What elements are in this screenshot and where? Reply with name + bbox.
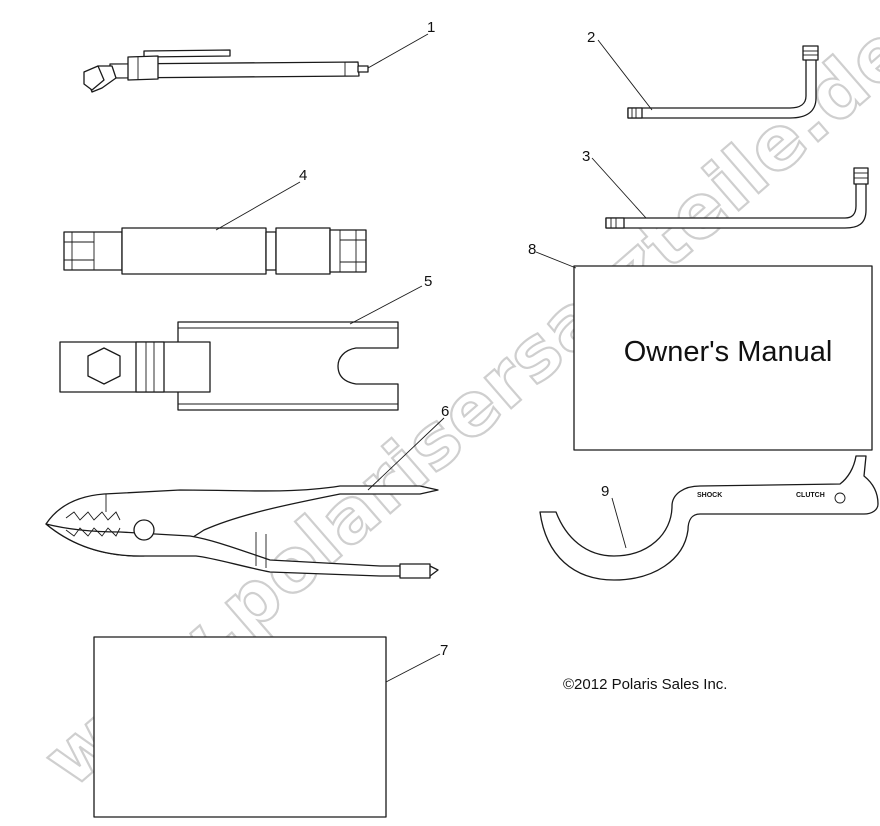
copyright-text: ©2012 Polaris Sales Inc. [563,676,727,693]
part-3-hex-key-large [605,167,869,229]
label-shock: SHOCK [697,492,722,499]
part-2-hex-key-small [627,45,819,119]
callout-3: 3 [582,148,590,165]
callout-8: 8 [528,241,536,258]
part-7-document [93,636,387,818]
callout-7: 7 [440,642,448,659]
callout-leaders [215,33,653,683]
callout-6: 6 [441,403,449,420]
callout-2: 2 [587,29,595,46]
label-clutch: CLUTCH [796,492,825,499]
part-4-spark-plug-socket [63,227,367,275]
callout-9: 9 [601,483,609,500]
callout-1: 1 [427,19,435,36]
part-5-wrench-tool [59,321,399,411]
callout-5: 5 [424,273,432,290]
part-8-owners-manual: Owner's Manual [573,265,873,451]
part-6-pliers [45,485,439,579]
part-1-tire-gauge [83,49,369,93]
part-9-spanner-wrench: SHOCK CLUTCH [539,455,879,581]
callout-4: 4 [299,167,307,184]
manual-title: Owner's Manual [624,336,833,368]
